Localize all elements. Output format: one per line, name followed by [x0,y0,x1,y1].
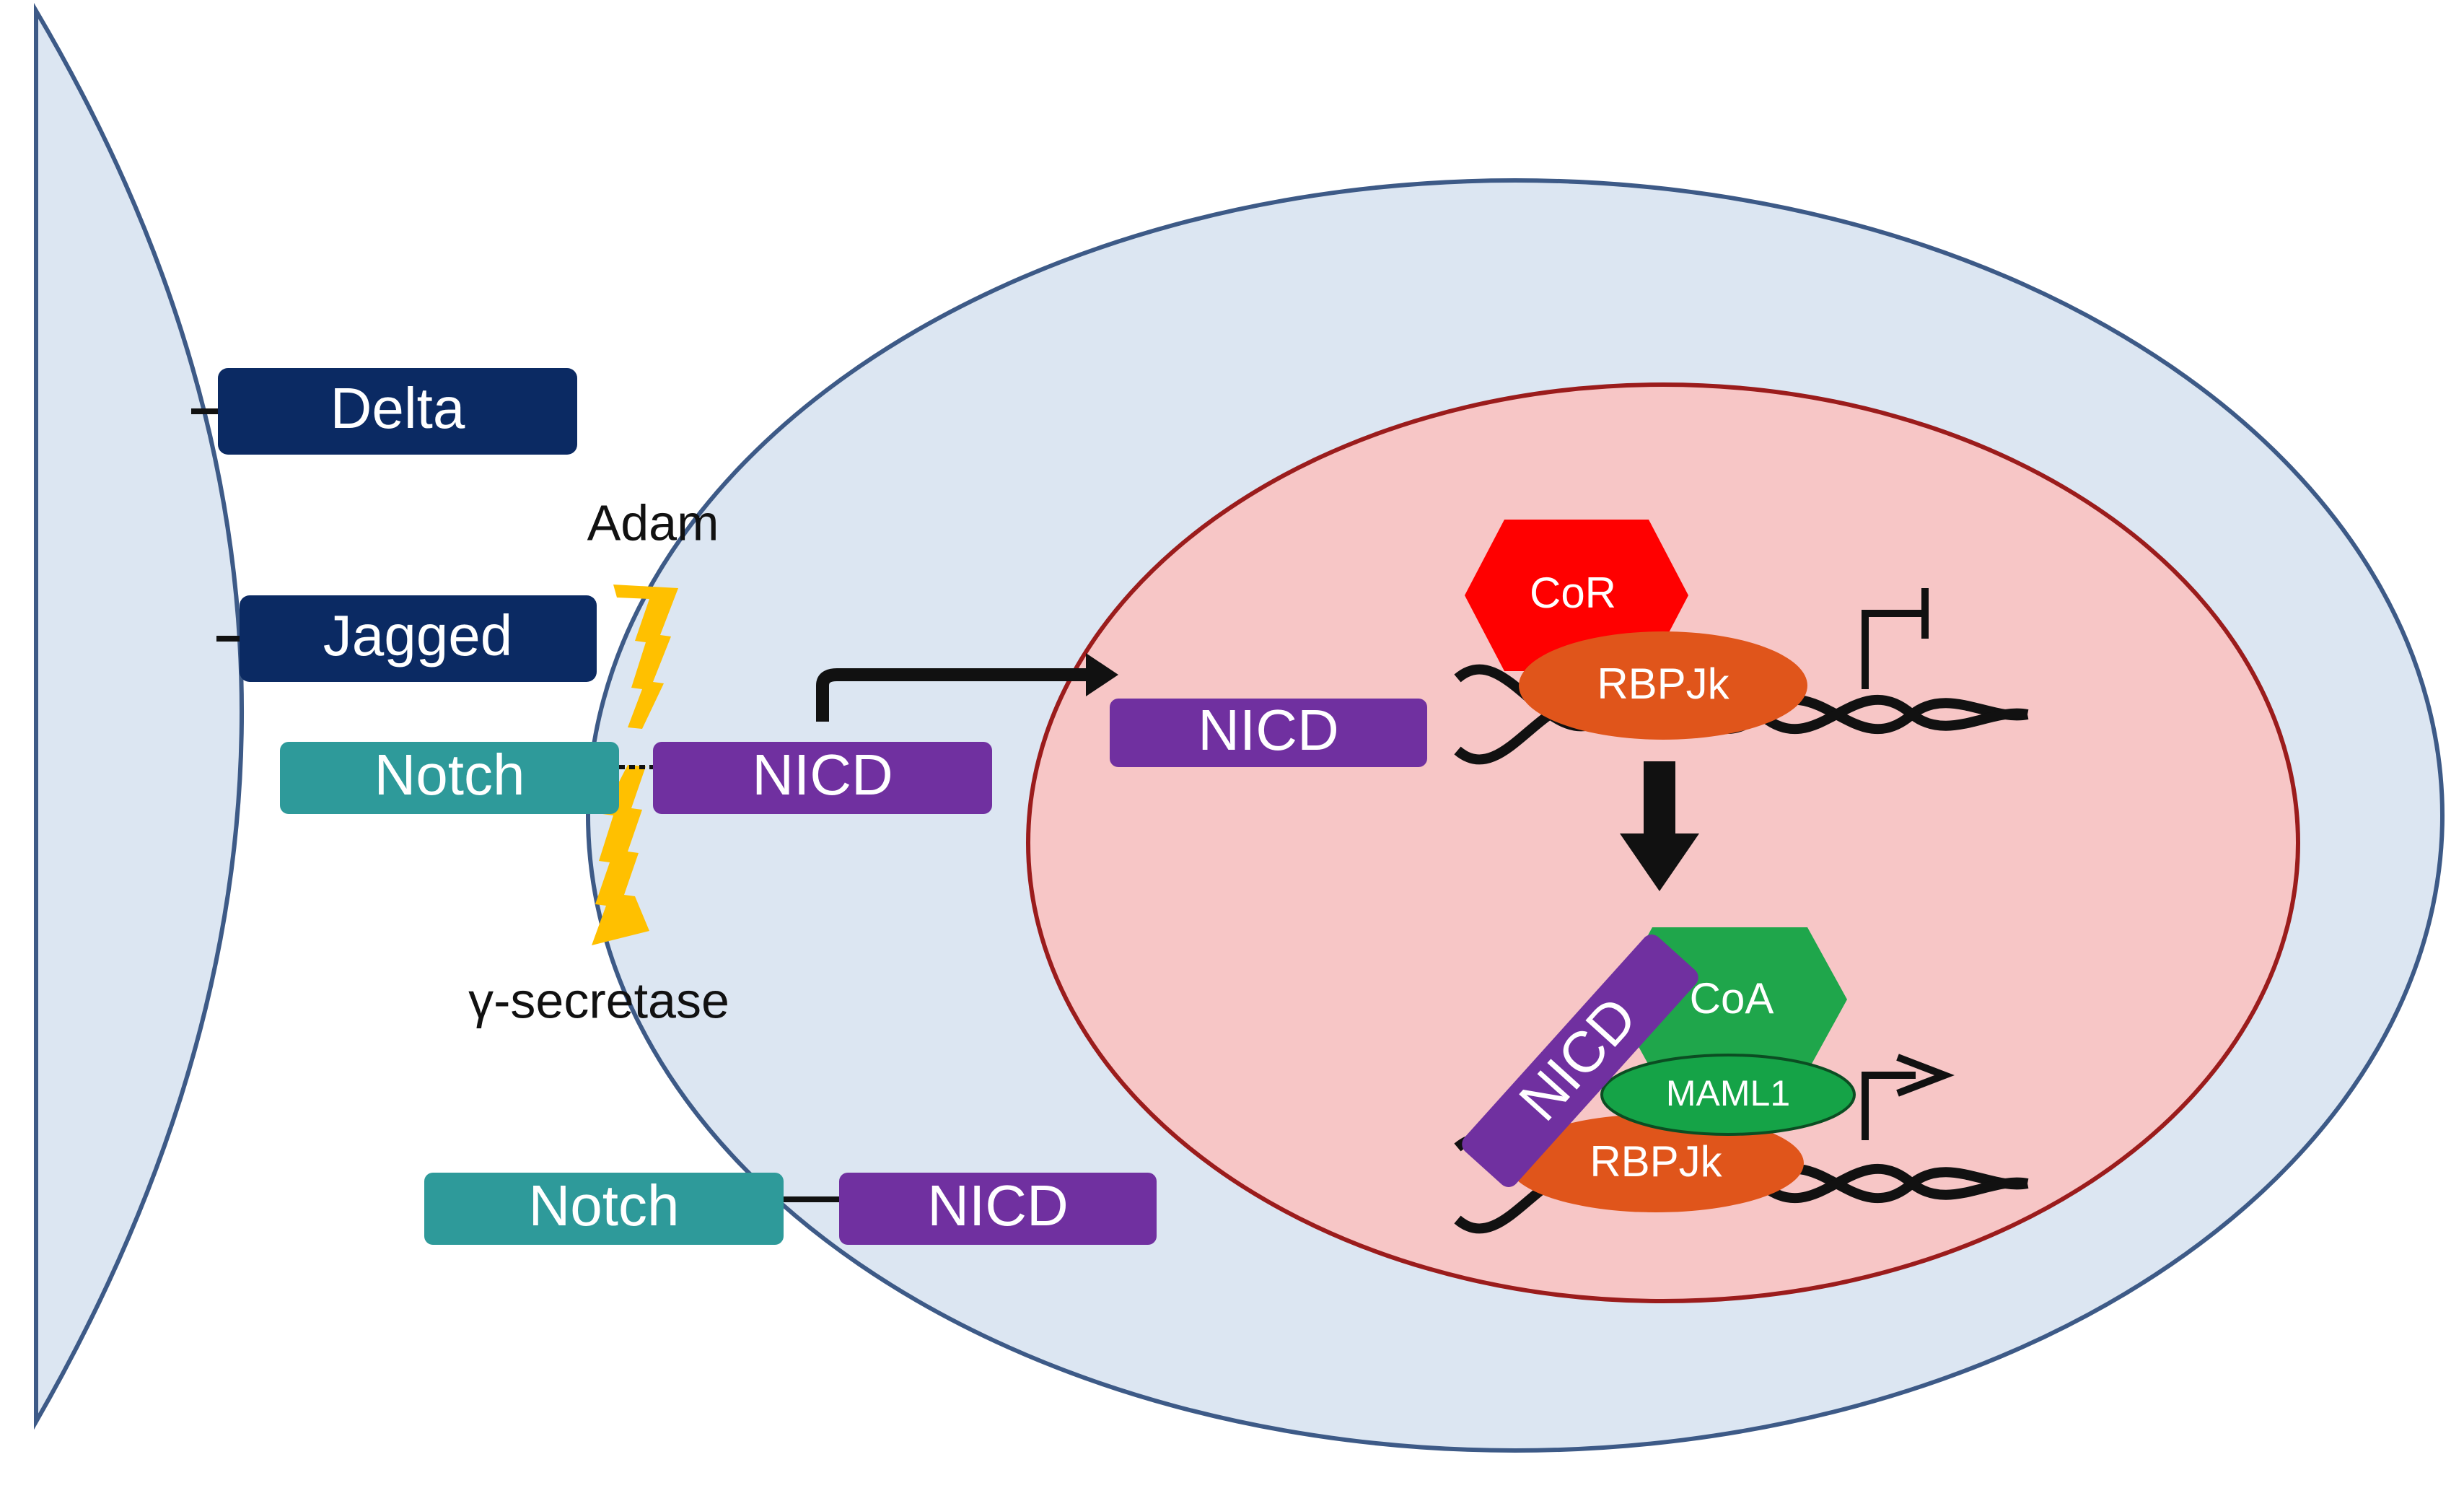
nicd-membrane: NICD [653,742,992,814]
jagged-label: Jagged [323,603,512,668]
adam-protease [613,585,678,729]
nicd-nucleus: NICD [1110,698,1427,767]
delta-label: Delta [330,376,465,440]
translocation-arrow [816,668,1097,722]
repressed-transcription-icon [1862,588,1929,689]
notch-unbound-label: Notch [529,1173,680,1238]
maml1-label: MAML1 [1666,1073,1790,1113]
rbpjk-active-label: RBPJk [1590,1137,1722,1186]
coa-label: CoA [1690,974,1774,1023]
notch-label: Notch [374,743,525,807]
delta-ligand: Delta [191,368,577,455]
translocation-arrowhead [1086,653,1118,696]
notch-receptor-unbound: Notch [424,1173,784,1245]
adam-label: Adam [587,494,719,551]
active-transcription-icon [1862,1054,1955,1140]
activation-arrow [1620,761,1699,891]
maml1: MAML1 [1600,1054,1856,1136]
notch-receptor-bound: Notch [280,742,619,814]
rbpjk-active: RBPJk [1508,1114,1804,1212]
sending-cell [34,3,244,1430]
nicd-nucleus-label: NICD [1198,698,1339,762]
cor-label: CoR [1530,569,1616,617]
rbpjk-repressed-label: RBPJk [1597,660,1729,708]
jagged-ligand: Jagged [216,595,597,682]
gamma-secretase-label: γ-secretase [468,972,729,1028]
nicd-unbound: NICD [839,1173,1157,1245]
rbpjk-repressed: RBPJk [1519,631,1807,740]
nicd-membrane-label: NICD [752,743,893,807]
nicd-unbound-label: NICD [927,1173,1069,1238]
